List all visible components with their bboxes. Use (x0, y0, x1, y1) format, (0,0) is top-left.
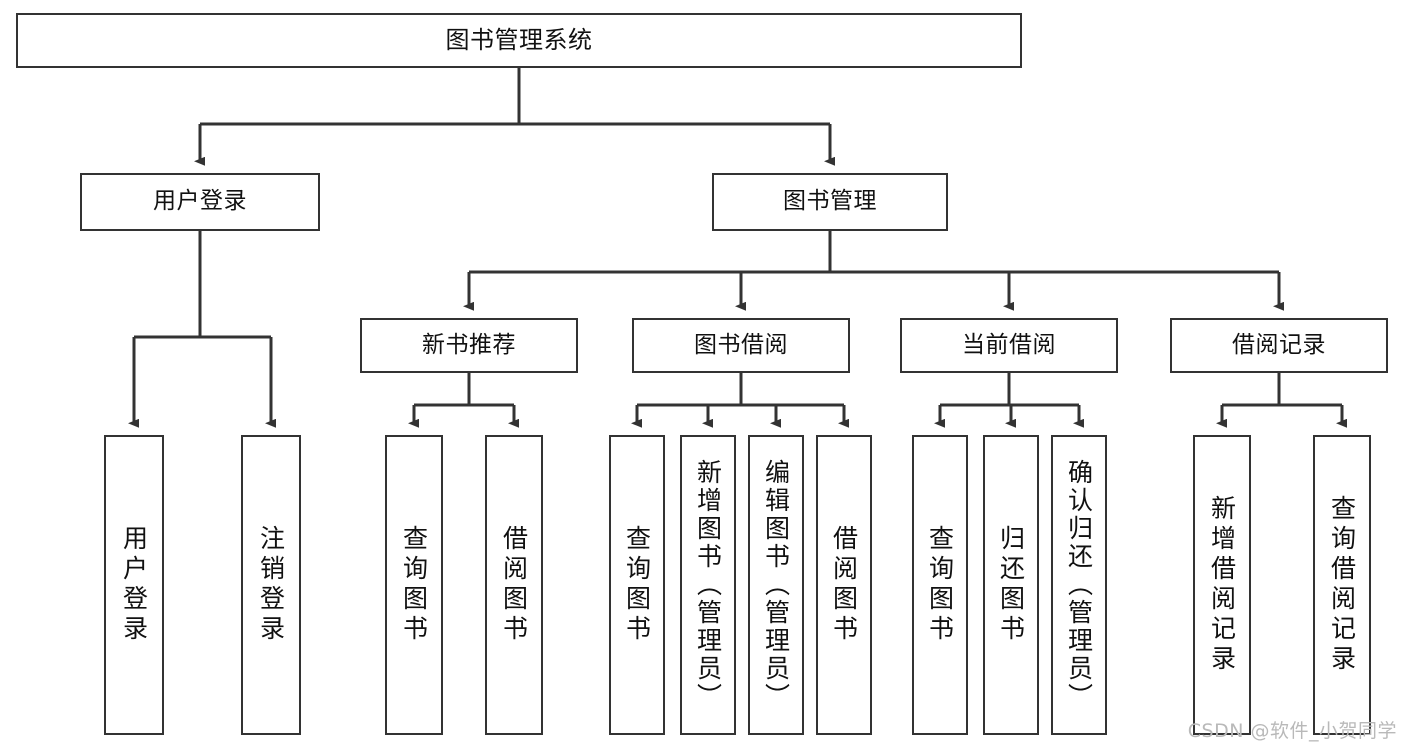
node-leaf-query-book-1-label: 查询图书 (399, 525, 429, 645)
node-leaf-user-logout-label: 注销登录 (256, 525, 286, 645)
node-leaf-borrow-book-2[interactable]: 借阅图书 (816, 435, 872, 735)
node-leaf-add-record[interactable]: 新增借阅记录 (1193, 435, 1251, 735)
node-borrow-record[interactable]: 借阅记录 (1170, 318, 1388, 373)
node-leaf-borrow-book-2-label: 借阅图书 (829, 525, 859, 645)
node-leaf-borrow-book-1[interactable]: 借阅图书 (485, 435, 543, 735)
node-leaf-user-login[interactable]: 用户登录 (104, 435, 164, 735)
node-leaf-borrow-book-1-label: 借阅图书 (499, 525, 529, 645)
node-leaf-query-book-2-label: 查询图书 (622, 525, 652, 645)
node-book-borrow-label: 图书借阅 (694, 331, 788, 358)
node-leaf-return-book[interactable]: 归还图书 (983, 435, 1039, 735)
node-leaf-return-book-label: 归还图书 (996, 525, 1026, 645)
node-root[interactable]: 图书管理系统 (16, 13, 1022, 68)
node-leaf-edit-book-label: 编辑图书（管理员） (761, 459, 791, 711)
node-leaf-add-book-label: 新增图书（管理员） (693, 459, 723, 711)
node-current-borrow-label: 当前借阅 (962, 331, 1056, 358)
node-book-borrow[interactable]: 图书借阅 (632, 318, 850, 373)
node-new-book-recommend[interactable]: 新书推荐 (360, 318, 578, 373)
node-leaf-query-book-2[interactable]: 查询图书 (609, 435, 665, 735)
node-leaf-user-logout[interactable]: 注销登录 (241, 435, 301, 735)
node-book-manage-label: 图书管理 (783, 188, 877, 215)
node-leaf-confirm-return[interactable]: 确认归还（管理员） (1051, 435, 1107, 735)
node-leaf-edit-book[interactable]: 编辑图书（管理员） (748, 435, 804, 735)
node-leaf-query-book-1[interactable]: 查询图书 (385, 435, 443, 735)
node-leaf-query-book-3[interactable]: 查询图书 (912, 435, 968, 735)
node-leaf-add-record-label: 新增借阅记录 (1207, 495, 1237, 675)
csdn-watermark: CSDN @软件_小贺同学 (1187, 720, 1397, 742)
node-root-label: 图书管理系统 (445, 26, 593, 55)
node-new-book-recommend-label: 新书推荐 (422, 331, 516, 358)
node-leaf-confirm-return-label: 确认归还（管理员） (1064, 459, 1094, 711)
node-leaf-query-record-label: 查询借阅记录 (1327, 495, 1357, 675)
node-leaf-user-login-label: 用户登录 (119, 525, 149, 645)
node-borrow-record-label: 借阅记录 (1232, 331, 1326, 358)
node-leaf-add-book[interactable]: 新增图书（管理员） (680, 435, 736, 735)
node-book-manage[interactable]: 图书管理 (712, 173, 948, 231)
node-current-borrow[interactable]: 当前借阅 (900, 318, 1118, 373)
node-user-login[interactable]: 用户登录 (80, 173, 320, 231)
node-leaf-query-record[interactable]: 查询借阅记录 (1313, 435, 1371, 735)
node-leaf-query-book-3-label: 查询图书 (925, 525, 955, 645)
node-user-login-label: 用户登录 (153, 188, 247, 215)
